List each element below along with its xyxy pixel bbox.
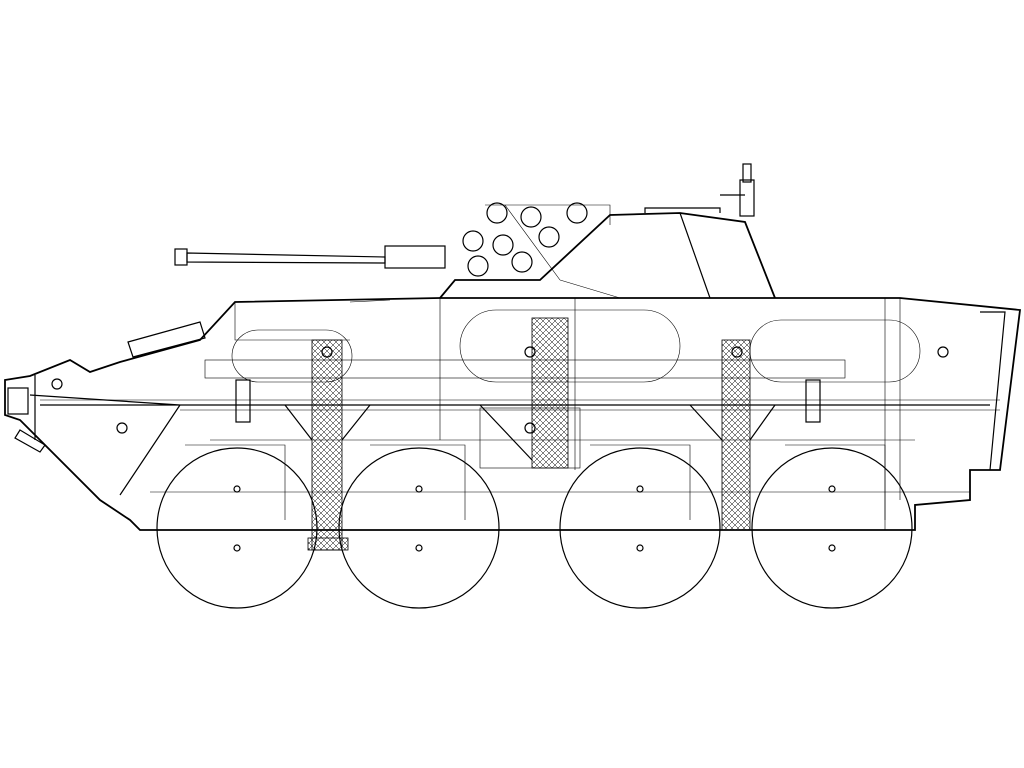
hull-ports: [204, 309, 921, 469]
suspension: [235, 317, 821, 551]
cannon: [174, 245, 446, 269]
wheels: [156, 444, 913, 609]
wheel-3: [559, 447, 721, 609]
wheel-1: [156, 447, 318, 609]
suspension-spring: [721, 339, 751, 531]
suspension-spring: [531, 317, 569, 469]
bolt: [51, 378, 63, 390]
wheel-2: [338, 447, 500, 609]
bolt: [937, 346, 949, 358]
suspension-spring: [311, 339, 343, 551]
bolt: [116, 422, 128, 434]
hull: [4, 297, 1022, 531]
turret: [439, 163, 776, 299]
headlight: [7, 387, 29, 415]
wheel-4: [751, 447, 913, 609]
smoke-launchers: [462, 202, 611, 281]
periscope: [739, 179, 755, 217]
